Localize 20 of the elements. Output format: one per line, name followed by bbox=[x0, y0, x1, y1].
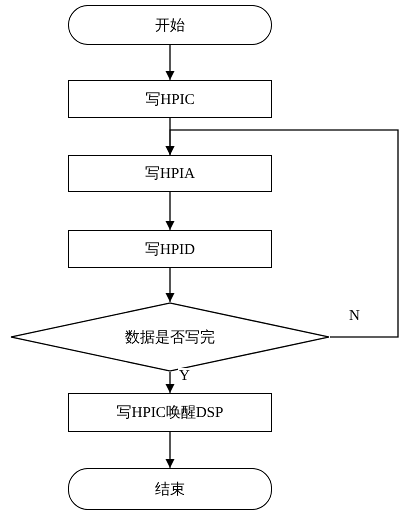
arrow bbox=[166, 45, 174, 80]
arrow bbox=[166, 432, 174, 468]
terminal-box bbox=[68, 468, 272, 510]
node-label: 写HPIA bbox=[144, 165, 195, 183]
node-label: 写HPIC bbox=[145, 90, 195, 108]
node-label: 开始 bbox=[155, 16, 185, 34]
node-label: 写HPIC唤醒DSP bbox=[116, 404, 224, 422]
process-box bbox=[68, 393, 272, 432]
decision-diamond bbox=[10, 302, 330, 372]
arrow bbox=[166, 372, 174, 393]
node-label: 结束 bbox=[155, 480, 185, 498]
terminal-box bbox=[68, 5, 272, 45]
arrow bbox=[166, 129, 399, 338]
arrow bbox=[166, 268, 174, 302]
arrow bbox=[166, 192, 174, 230]
node-label: 写HPID bbox=[144, 240, 195, 258]
process-box bbox=[68, 230, 272, 268]
node-label: 数据是否写完 bbox=[125, 328, 215, 346]
process-box bbox=[68, 155, 272, 192]
process-box bbox=[68, 80, 272, 118]
